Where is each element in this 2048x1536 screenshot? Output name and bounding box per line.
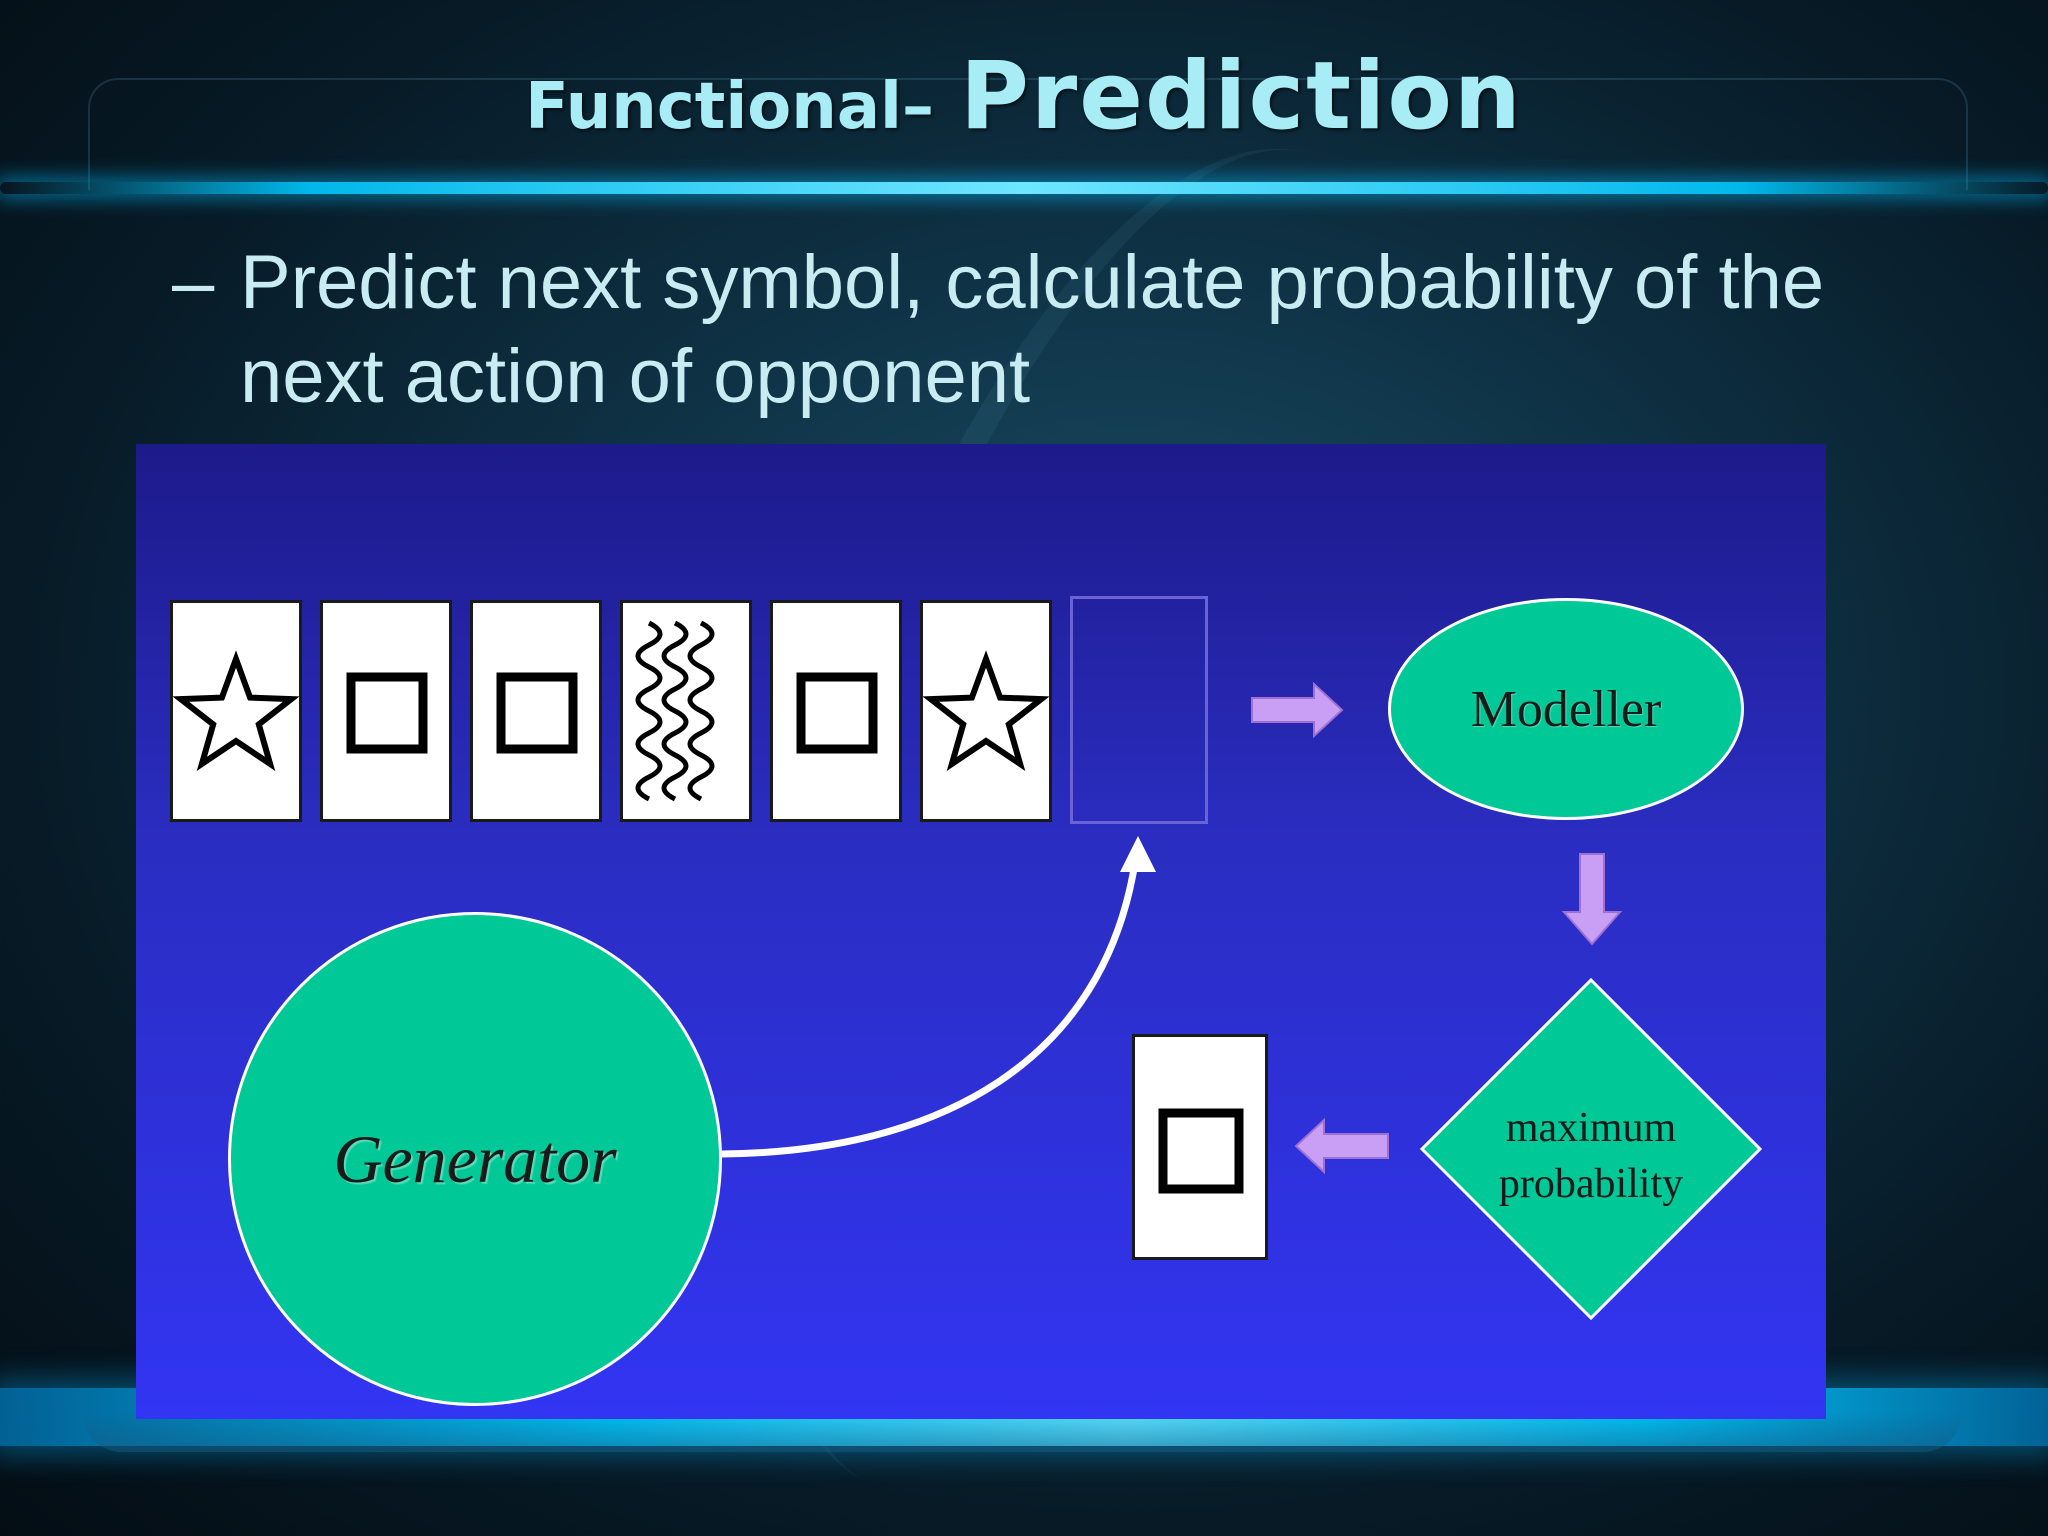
star-icon [923,650,1049,771]
slide-title: Functional–Prediction [0,42,2048,151]
sequence-card-5 [770,600,902,822]
generator-node: Generator [228,912,722,1406]
arrow-left-to-result [1294,1117,1389,1175]
decision-line-1: maximum [1505,1105,1677,1151]
maximum-probability-label: maximum probability [1416,1100,1766,1212]
maximum-probability-node [1416,974,1766,1324]
generator-label: Generator [333,1120,617,1197]
bullet-dash: – [172,240,215,325]
square-icon [496,672,578,754]
square-icon [346,672,428,754]
title-part-functional: Functional [525,70,902,144]
sequence-card-2 [320,600,452,822]
title-dash: – [901,70,934,144]
sequence-card-3 [470,600,602,822]
modeller-node: Modeller [1388,598,1744,820]
square-icon [796,672,878,754]
decision-line-2: probability [1498,1161,1684,1207]
background-frame-top [88,78,1968,190]
title-part-prediction: Prediction [959,42,1523,151]
star-icon [173,650,299,771]
prediction-diagram: Modeller maximum probability Generator [136,444,1826,1419]
sequence-card-6 [920,600,1052,822]
arrow-right-to-modeller [1251,681,1344,739]
empty-next-slot [1070,596,1208,824]
diagram-arrows [721,681,1623,1175]
arrow-generator-to-slot [721,836,1156,1158]
sequence-card-4 [620,600,752,822]
wavy-lines-icon [635,620,715,802]
sequence-card-1 [170,600,302,822]
square-icon [1158,1108,1244,1194]
predicted-symbol-card [1132,1034,1268,1260]
modeller-label: Modeller [1470,680,1662,738]
arrow-down-to-decision [1561,853,1623,946]
bullet-text: Predict next symbol, calculate probabili… [240,240,1825,419]
